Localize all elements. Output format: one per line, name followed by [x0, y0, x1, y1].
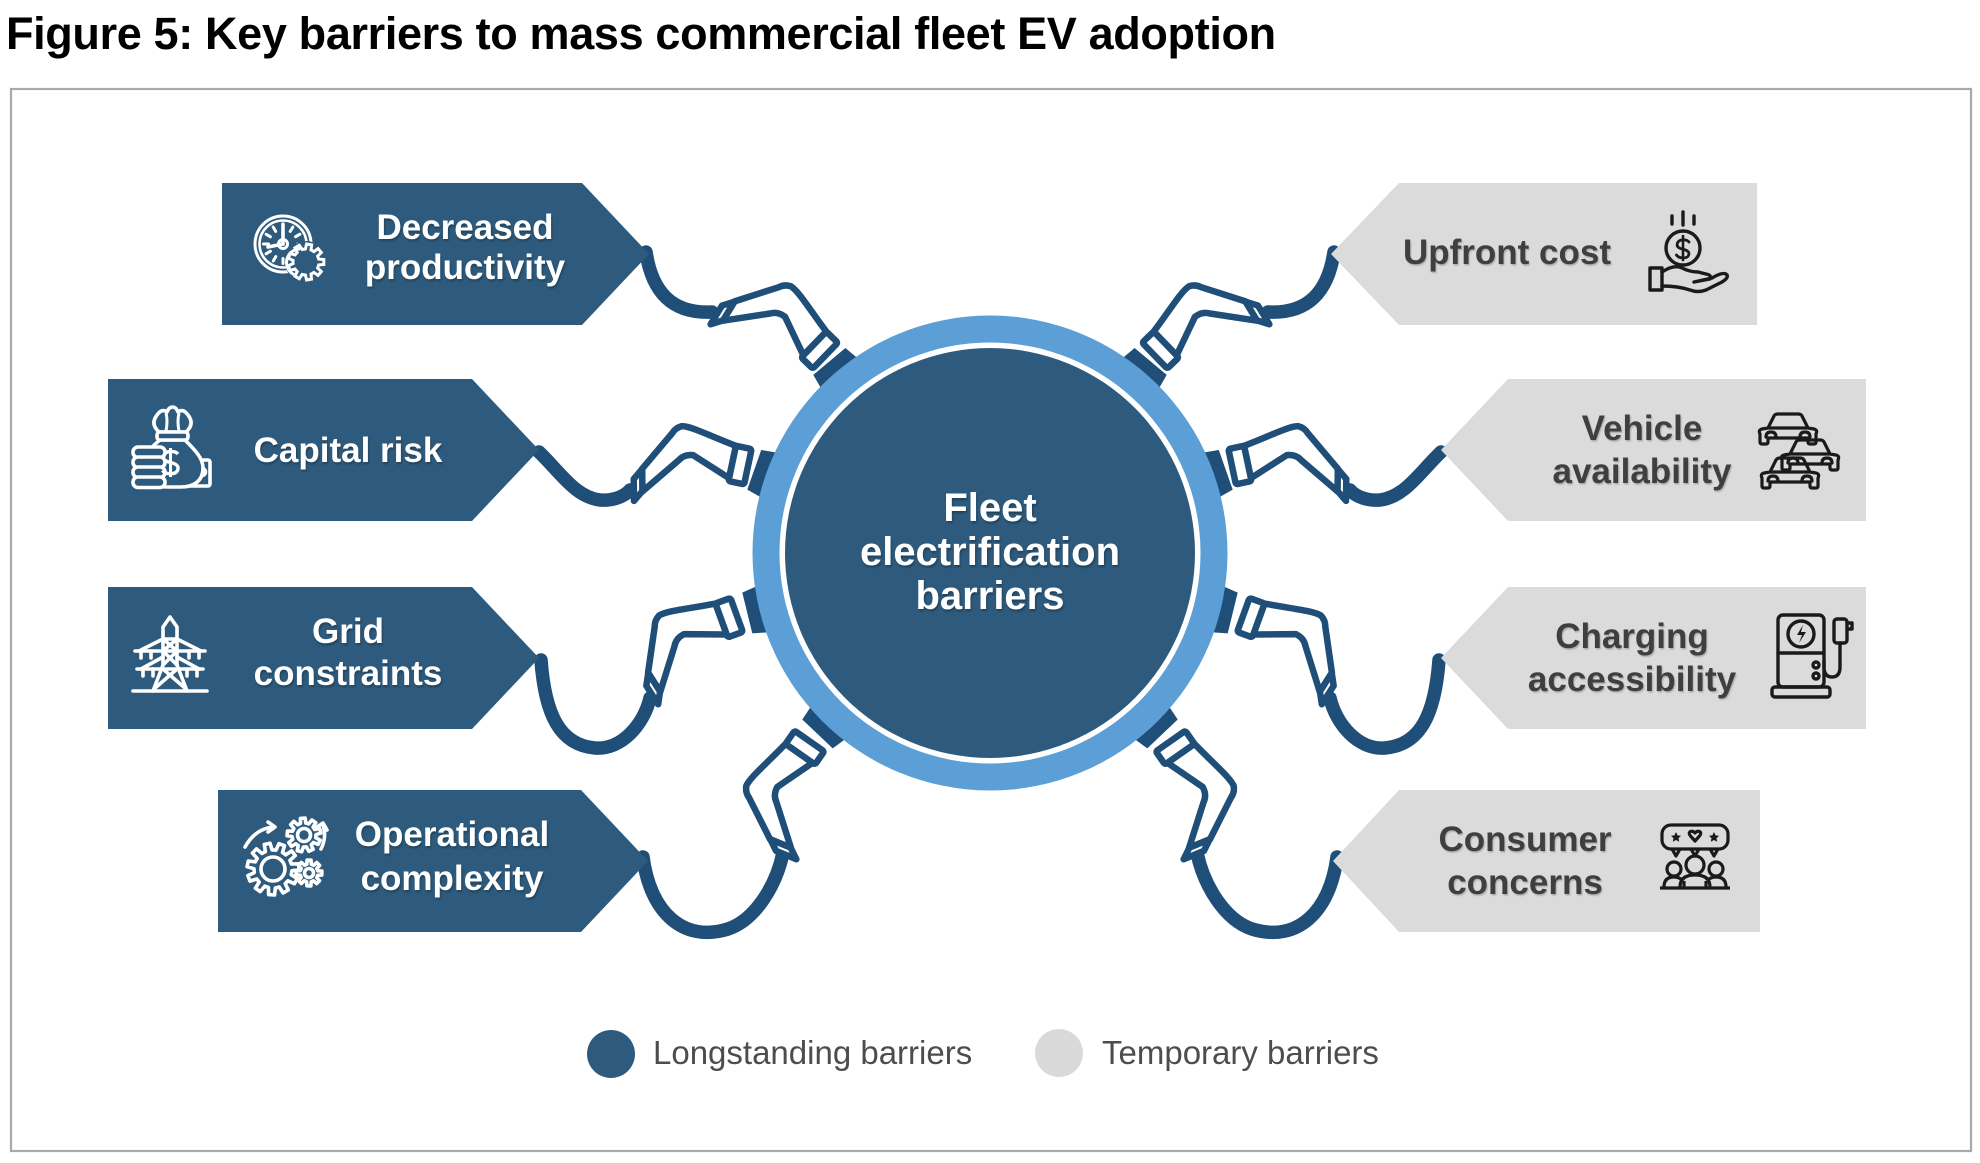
svg-text:Vehicle: Vehicle: [1582, 409, 1703, 448]
svg-text:Upfront cost: Upfront cost: [1403, 233, 1611, 272]
svg-text:constraints: constraints: [254, 654, 443, 693]
svg-text:Operational: Operational: [355, 815, 549, 854]
svg-text:barriers: barriers: [916, 574, 1065, 618]
svg-text:Consumer: Consumer: [1438, 820, 1611, 859]
svg-text:complexity: complexity: [361, 859, 544, 898]
svg-text:concerns: concerns: [1447, 863, 1603, 902]
svg-text:electrification: electrification: [860, 530, 1120, 574]
svg-text:productivity: productivity: [365, 248, 566, 287]
svg-text:Charging: Charging: [1555, 617, 1709, 656]
svg-text:Figure 5: Key barriers to mass: Figure 5: Key barriers to mass commercia…: [6, 8, 1276, 59]
svg-text:availability: availability: [1553, 452, 1733, 491]
svg-text:Grid: Grid: [312, 612, 384, 651]
svg-text:Fleet: Fleet: [943, 486, 1036, 530]
svg-text:accessibility: accessibility: [1528, 660, 1737, 699]
svg-text:Capital risk: Capital risk: [254, 431, 443, 470]
svg-text:Decreased: Decreased: [376, 208, 553, 247]
svg-text:Temporary barriers: Temporary barriers: [1102, 1034, 1379, 1071]
svg-text:Longstanding barriers: Longstanding barriers: [653, 1034, 972, 1071]
